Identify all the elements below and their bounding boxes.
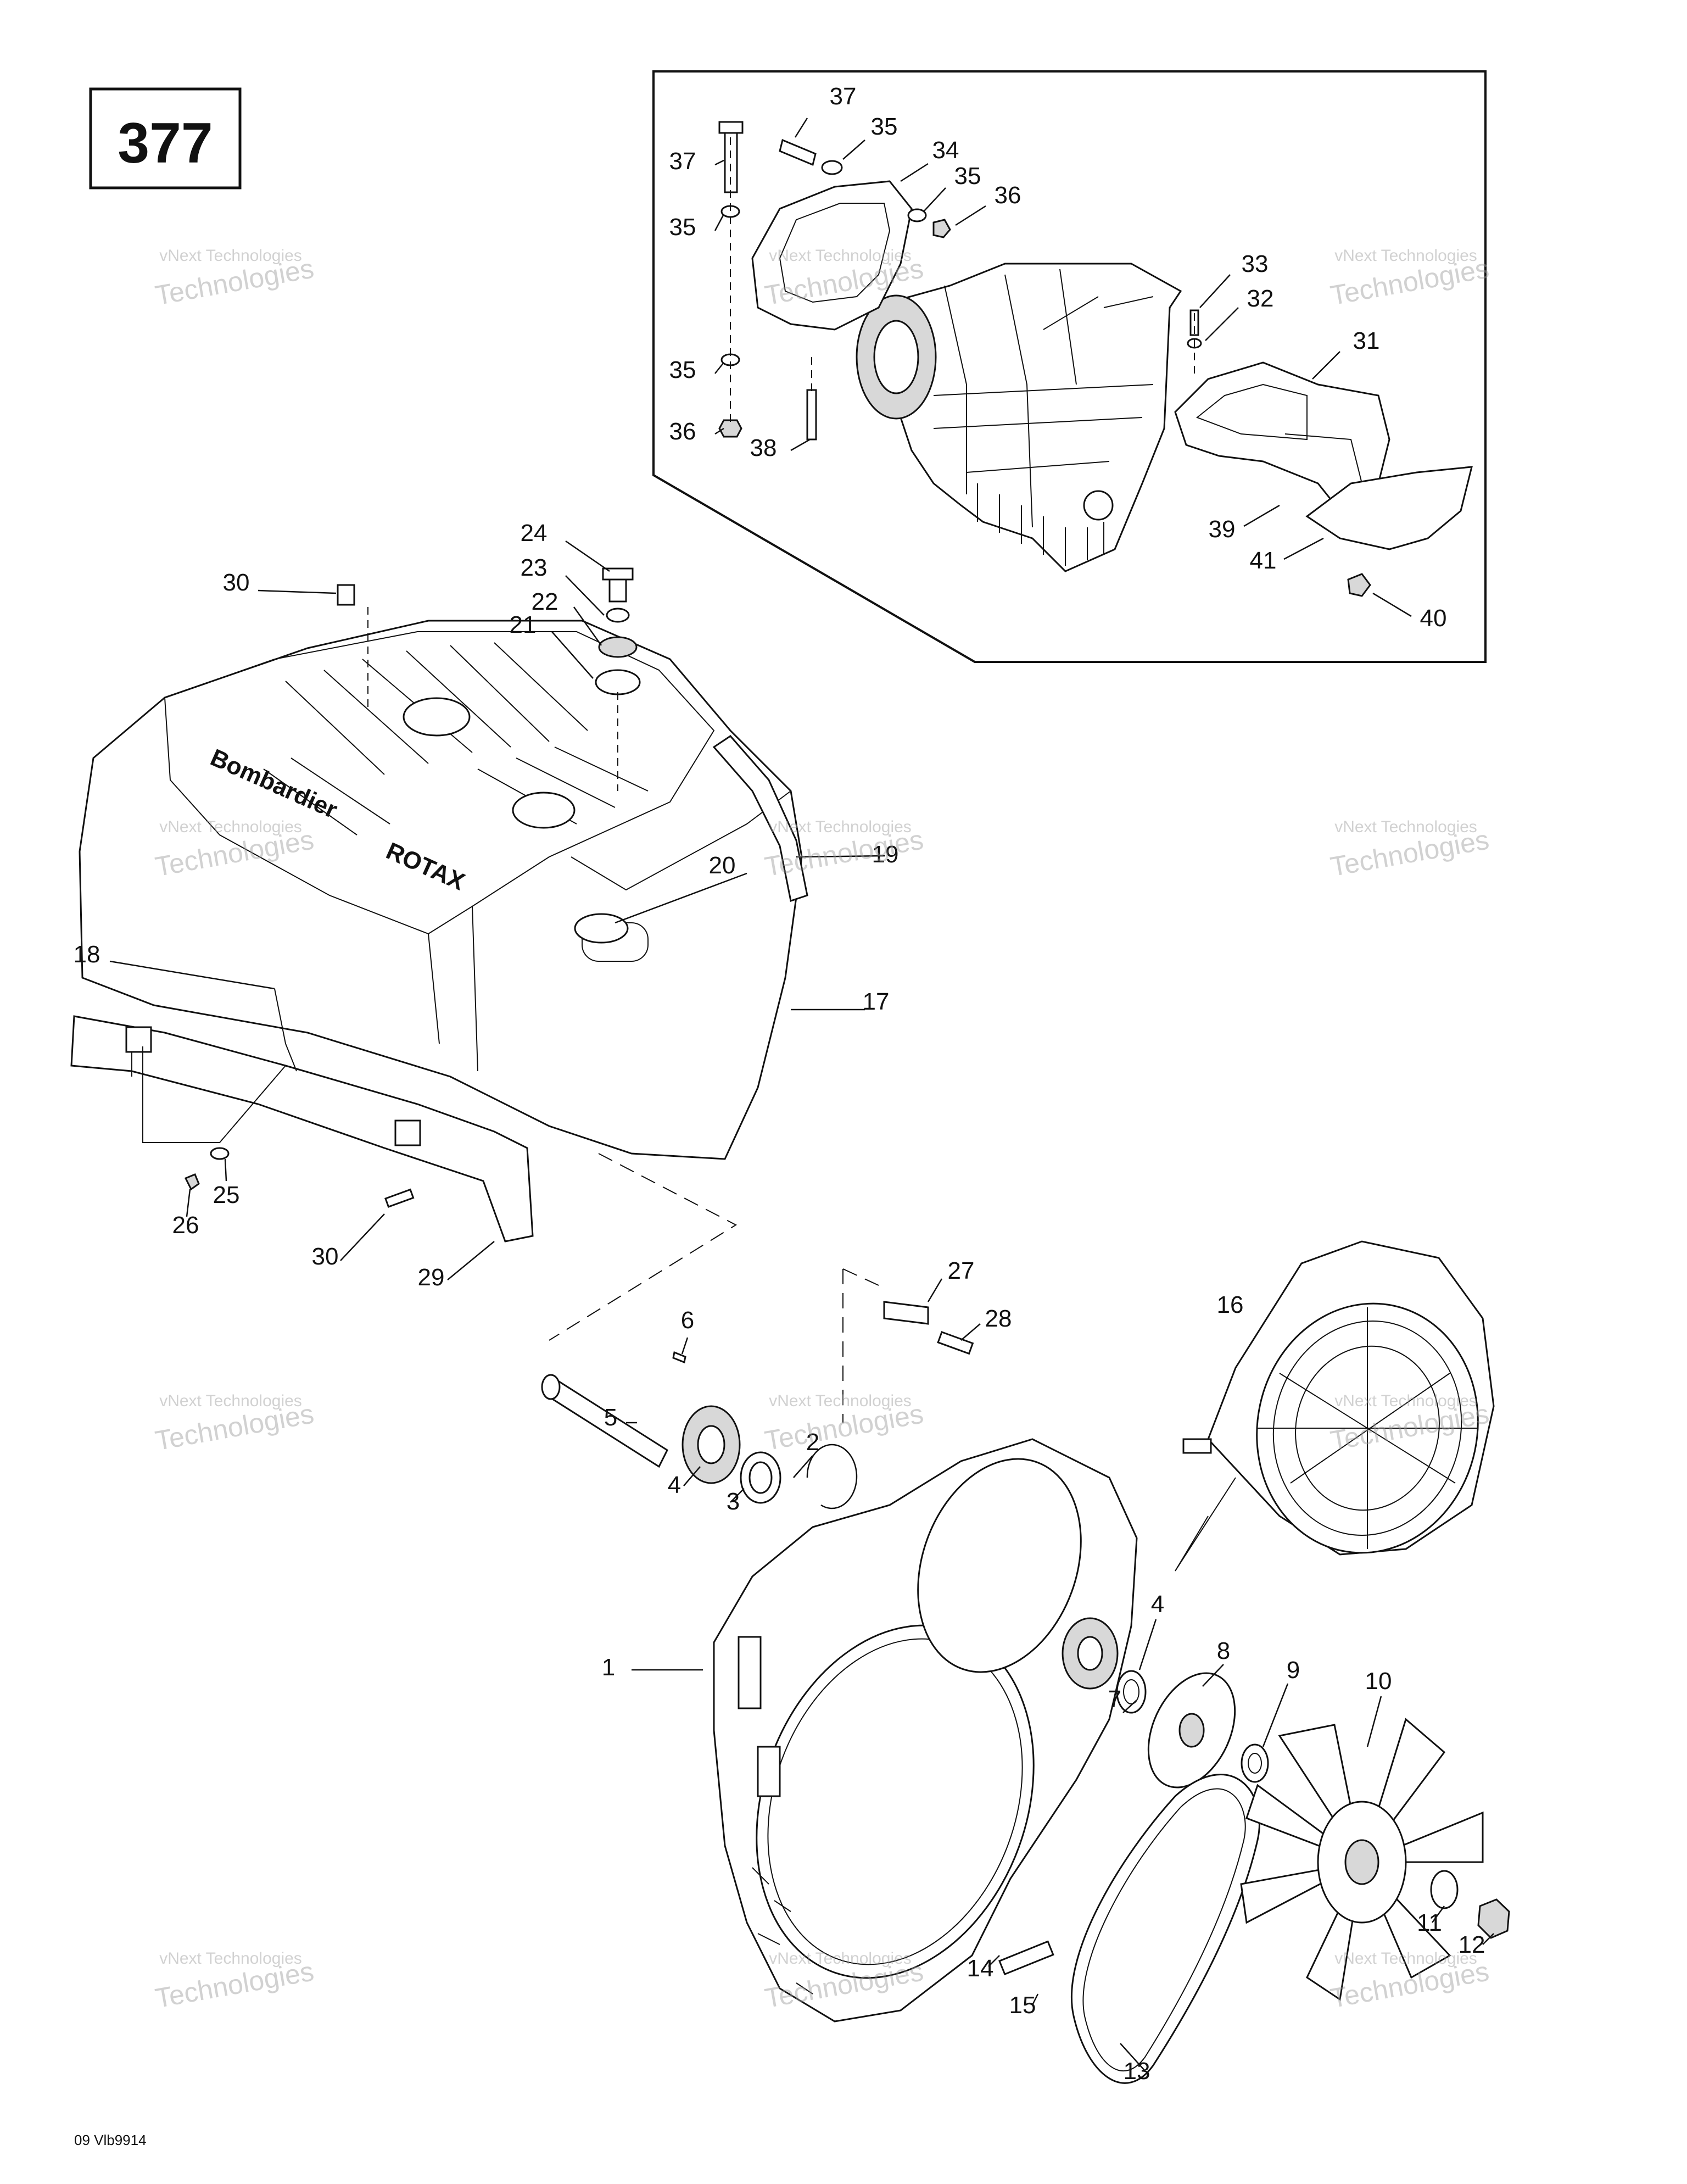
watermark-line1: vNext Technologies (159, 1392, 302, 1410)
callout-3: 3 (727, 1488, 740, 1515)
watermark-line1: vNext Technologies (159, 247, 302, 265)
callout-20: 20 (709, 852, 736, 879)
fan-guard (1175, 1240, 1495, 1572)
fan-housing (713, 1438, 1138, 2023)
watermark: vNext Technologies Technologies (153, 1949, 316, 2014)
watermark: vNext Technologies Technologies (1328, 247, 1491, 311)
callout-35: 35 (871, 113, 898, 140)
callout-25: 25 (213, 1182, 240, 1208)
cooling-fan (1240, 1718, 1484, 2001)
watermark-line1: vNext Technologies (769, 247, 912, 265)
callout-29: 29 (418, 1264, 445, 1291)
watermark: vNext Technologies Technologies (762, 818, 925, 882)
callout-31: 31 (1353, 327, 1380, 354)
callout-30: 30 (223, 569, 250, 596)
watermark-line1: vNext Technologies (1334, 247, 1477, 265)
callout-21: 21 (510, 611, 537, 638)
callout-34: 34 (932, 137, 959, 164)
callout-28: 28 (985, 1305, 1012, 1332)
engine-cover: Bombardier ROTAX (79, 567, 808, 1160)
callout-11: 11 (1417, 1909, 1442, 1936)
callout-24: 24 (521, 520, 548, 547)
callout-18: 18 (74, 941, 100, 968)
watermark-line1: vNext Technologies (159, 1949, 302, 1968)
callout-1: 1 (602, 1654, 615, 1681)
engine-inset-frame (652, 70, 1487, 663)
callout-10: 10 (1365, 1668, 1392, 1695)
callout-37: 37 (669, 148, 696, 175)
callout-2: 2 (806, 1429, 819, 1456)
watermark: vNext Technologies Technologies (1328, 1949, 1491, 2014)
watermark-line1: vNext Technologies (769, 1949, 912, 1968)
page-number: 377 (118, 112, 213, 175)
leader-lines (109, 118, 1494, 2071)
callout-27: 27 (948, 1257, 975, 1284)
watermark-line1: vNext Technologies (159, 818, 302, 836)
callout-6: 6 (681, 1307, 694, 1334)
callout-4: 4 (668, 1472, 681, 1498)
callout-23: 23 (521, 554, 548, 581)
callout-22: 22 (532, 588, 558, 615)
callout-41: 41 (1250, 547, 1277, 574)
callout-12: 12 (1459, 1931, 1485, 1958)
callout-26: 26 (172, 1212, 199, 1239)
watermark: vNext Technologies Technologies (153, 247, 316, 311)
callout-13: 13 (1124, 2058, 1150, 2085)
watermark-line1: vNext Technologies (769, 818, 912, 836)
callout-36: 36 (995, 182, 1021, 209)
callout-39: 39 (1209, 516, 1236, 543)
watermark: vNext Technologies Technologies (1328, 818, 1491, 882)
dashed-connector (549, 1153, 738, 1341)
watermark: vNext Technologies Technologies (153, 1392, 316, 1456)
drawing-code: 09 Vlb9914 (74, 2132, 147, 2148)
callout-16: 16 (1217, 1291, 1244, 1318)
callout-33: 33 (1242, 250, 1269, 277)
watermark: vNext Technologies Technologies (762, 1392, 925, 1456)
watermark-line1: vNext Technologies (1334, 818, 1477, 836)
callout-30: 30 (312, 1243, 339, 1270)
lower-rail (70, 988, 534, 1243)
callout-7: 7 (1108, 1686, 1121, 1713)
pulley-fan-assembly (1070, 1670, 1510, 2084)
page-number-box: 377 (89, 87, 242, 190)
callout-19: 19 (872, 841, 899, 868)
callout-4: 4 (1151, 1591, 1164, 1618)
dashed-connector-2 (842, 1268, 879, 1423)
callout-5: 5 (604, 1404, 617, 1431)
watermark-line1: vNext Technologies (1334, 1392, 1477, 1410)
callout-37: 37 (830, 83, 857, 110)
callout-35: 35 (954, 163, 981, 190)
callout-35: 35 (669, 214, 696, 241)
callout-17: 17 (863, 988, 890, 1015)
callout-38: 38 (750, 434, 777, 461)
callout-32: 32 (1247, 285, 1274, 312)
callout-8: 8 (1217, 1637, 1230, 1664)
callout-9: 9 (1287, 1657, 1300, 1684)
watermark-line1: vNext Technologies (1334, 1949, 1477, 1968)
callout-14: 14 (967, 1955, 994, 1982)
watermark-line1: vNext Technologies (769, 1392, 912, 1410)
engine-assembly (718, 121, 1473, 597)
shaft-assembly (541, 1301, 974, 1509)
callout-40: 40 (1420, 605, 1447, 632)
callout-35: 35 (669, 356, 696, 383)
callout-36: 36 (669, 418, 696, 445)
callout-15: 15 (1009, 1992, 1036, 2019)
